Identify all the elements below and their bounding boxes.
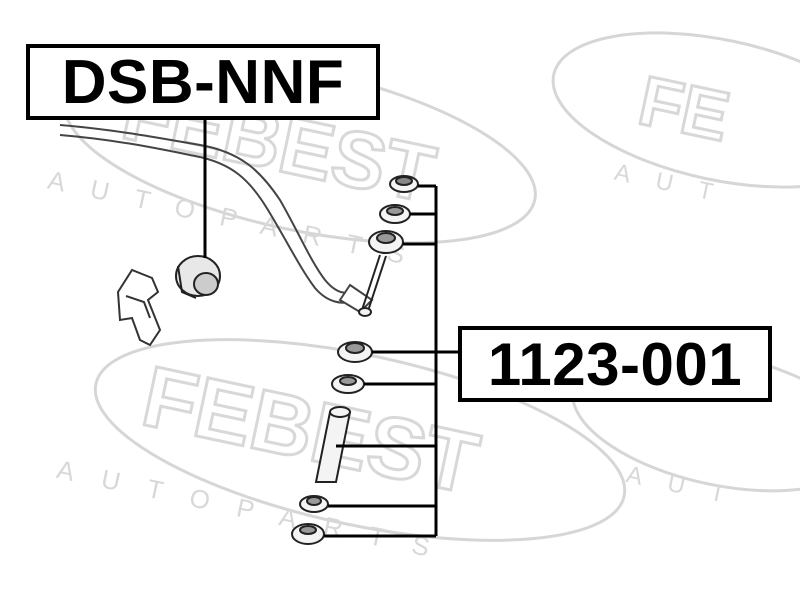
svg-text:AUT: AUT bbox=[624, 461, 753, 514]
part-number-1123-001: 1123-001 bbox=[458, 326, 772, 402]
svg-text:AUT: AUT bbox=[612, 159, 741, 212]
stabilizer-bushing bbox=[175, 255, 221, 299]
leader-lines bbox=[203, 118, 458, 538]
part-number-dsb-nnf: DSB-NNF bbox=[26, 44, 380, 120]
svg-text:FE: FE bbox=[632, 61, 736, 156]
bracket bbox=[116, 268, 162, 347]
link-kit-parts bbox=[291, 175, 419, 545]
